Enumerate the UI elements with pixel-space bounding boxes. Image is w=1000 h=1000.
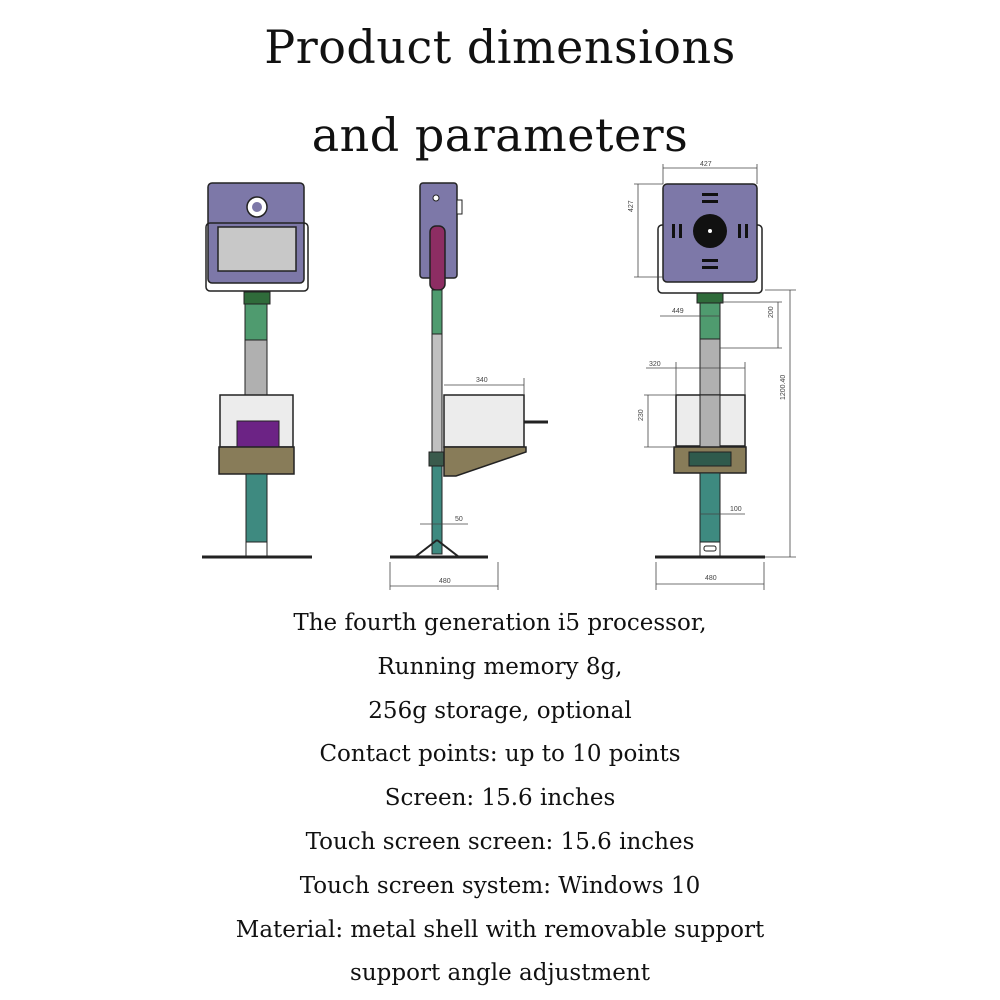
front-view <box>202 182 312 559</box>
side-pole-lower <box>431 465 443 555</box>
front-pole-lower <box>245 473 268 543</box>
back-230-dim: 230 <box>638 409 645 421</box>
title-line-1: Product dimensions <box>264 20 736 74</box>
front-print-slot <box>236 420 280 452</box>
front-screen-bezel <box>205 222 309 292</box>
back-top-dim: 427 <box>700 161 712 168</box>
spec-touch-screen: Touch screen screen: 15.6 inches <box>305 828 695 855</box>
spec-processor: The fourth generation i5 processor, <box>293 610 707 636</box>
side-pole-middle <box>431 333 443 453</box>
spec-system: Touch screen system: Windows 10 <box>299 872 701 899</box>
spec-memory: Running memory 8g, <box>377 653 623 680</box>
spec-material: Material: metal shell with removable sup… <box>235 916 765 943</box>
back-pole-upper <box>699 302 721 340</box>
side-printer-box <box>443 394 525 448</box>
side-base-dim: 480 <box>439 578 451 585</box>
side-view: 340 50 480 <box>389 182 548 590</box>
title-line-2: and parameters <box>311 108 689 162</box>
side-pole-dim: 50 <box>455 516 463 523</box>
front-pole-middle <box>244 339 268 396</box>
product-technical-drawings: 340 50 480 427 <box>202 161 796 590</box>
back-pole-lower <box>699 472 721 543</box>
side-tray-bracket <box>443 446 527 477</box>
side-width-dim: 340 <box>476 377 488 384</box>
side-pole-upper <box>431 289 443 335</box>
front-screen <box>217 226 297 272</box>
spec-screen: Screen: 15.6 inches <box>384 785 616 812</box>
spec-storage: 256g storage, optional <box>368 697 632 724</box>
back-449-dim: 449 <box>672 308 684 315</box>
spec-list: The fourth generation i5 processor, Runn… <box>0 602 1000 996</box>
front-pole-upper <box>244 303 268 341</box>
front-tray <box>218 446 295 475</box>
back-base-dim: 480 <box>705 575 717 582</box>
back-320-dim: 320 <box>649 361 661 368</box>
back-side-dim: 427 <box>628 200 635 212</box>
spec-support-angle: support angle adjustment <box>350 960 650 987</box>
back-height-dim: 1200.40 <box>780 375 787 400</box>
back-view: 427 427 449 200 320 230 1200.40 100 480 <box>628 161 796 590</box>
side-arm <box>429 225 446 291</box>
back-100-dim: 100 <box>730 506 742 513</box>
back-200-dim: 200 <box>768 306 775 318</box>
spec-contact-points: Contact points: up to 10 points <box>319 741 681 768</box>
